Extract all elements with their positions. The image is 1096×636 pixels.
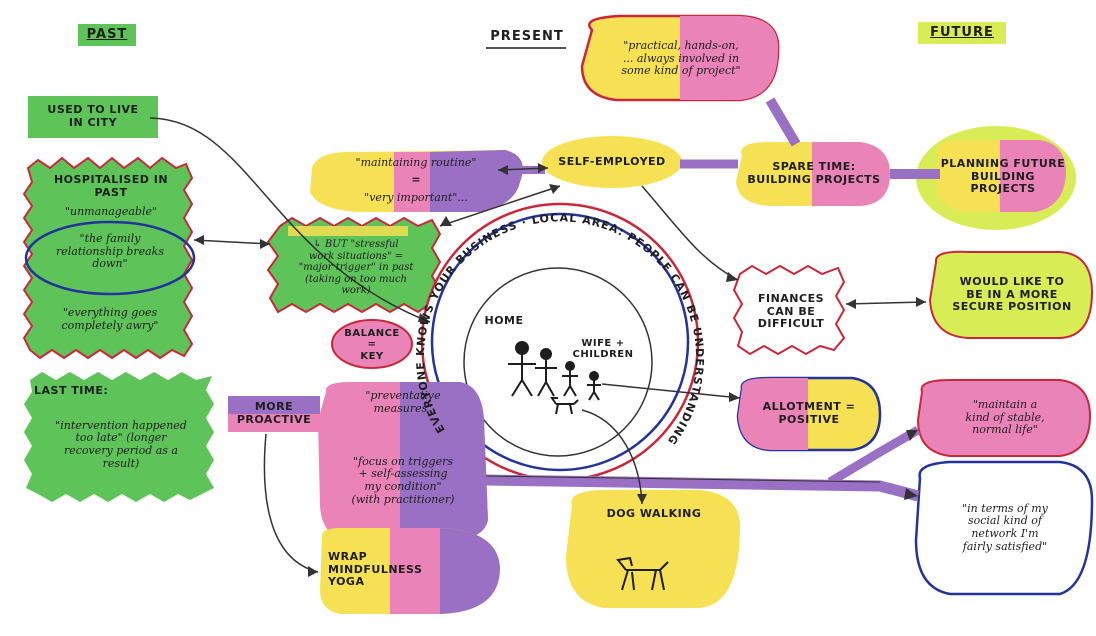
practical-pink xyxy=(680,16,779,100)
wrap-label: WRAP MINDFULNESS YOGA xyxy=(328,550,423,589)
dog-body xyxy=(616,556,669,591)
routine-purple xyxy=(430,150,523,212)
proactive-label: "preventative measures" xyxy=(365,389,441,415)
planning-label: PLANNING FUTURE BUILDING PROJECTS xyxy=(940,157,1066,196)
balance-shape xyxy=(331,319,413,369)
hospitalised-title: HOSPITALISED IN PAST xyxy=(53,173,169,199)
home-label: HOME xyxy=(484,313,524,327)
proactive-purple xyxy=(400,382,488,540)
last-time-text: "intervention happened too late" (longer… xyxy=(55,418,187,470)
arrowhead xyxy=(440,216,452,226)
hospitalised-quote-2: "the family relationship breaks down" xyxy=(56,232,164,271)
arrow-city-circle xyxy=(149,117,431,323)
proactive-focus-label: "focus on triggers + self-assessing my c… xyxy=(351,454,455,506)
city-box xyxy=(28,96,158,138)
arrowhead xyxy=(418,313,430,322)
wrap-pink xyxy=(390,528,440,614)
arrowhead xyxy=(308,566,318,577)
allotment-pink xyxy=(738,378,808,450)
arrow-finances-secure xyxy=(845,301,927,305)
arrow-more-wrap xyxy=(263,433,319,573)
band-practical-spare xyxy=(765,97,801,147)
arrowhead xyxy=(549,184,560,194)
city-label: USED TO LIVE IN CITY xyxy=(47,103,139,129)
arrowhead xyxy=(538,163,548,173)
routine-mid xyxy=(394,152,430,212)
social-shape xyxy=(914,460,1094,596)
arrowhead xyxy=(729,392,740,402)
home-circle xyxy=(463,267,653,457)
father-head xyxy=(515,341,529,355)
more-proactive-label: MORE PROACTIVE xyxy=(236,400,312,426)
balance-label: BALANCE = KEY xyxy=(344,327,400,362)
dog-icon xyxy=(616,556,669,591)
arrow-hospital-stress xyxy=(193,239,271,245)
last-time-title: LAST TIME: xyxy=(34,383,109,397)
finances-label: FINANCES CAN BE DIFFICULT xyxy=(757,292,825,331)
family-stick-figures xyxy=(508,341,601,415)
stressful-yellow xyxy=(288,226,408,236)
dog-walking-shape xyxy=(566,490,740,608)
family-circle xyxy=(24,220,196,296)
wife-children-label: WIFE + CHILDREN xyxy=(572,337,634,361)
arrowhead xyxy=(846,299,856,309)
past-header: PAST xyxy=(86,26,128,42)
secure-label: WOULD LIKE TO BE IN A MORE SECURE POSITI… xyxy=(952,275,1072,314)
spare-time-pink xyxy=(812,142,890,206)
arrowhead xyxy=(906,430,918,441)
dog-walking-label: DOG WALKING xyxy=(606,506,702,520)
secure-shape xyxy=(928,250,1094,339)
child-1-body xyxy=(562,370,578,397)
more-proactive-pink xyxy=(228,414,320,432)
child-2-body xyxy=(587,380,601,401)
practical-label: "practical, hands-on, ... always involve… xyxy=(621,39,741,78)
arrowhead xyxy=(637,494,647,504)
hospitalised-shape xyxy=(22,156,194,360)
future-highlight xyxy=(918,22,1006,44)
arrowheads-layer xyxy=(194,163,926,577)
arrowhead xyxy=(194,235,204,245)
band-to-stable xyxy=(827,426,921,486)
arrow-stress-self xyxy=(439,185,561,227)
arrowhead xyxy=(260,239,270,249)
future-header: FUTURE xyxy=(930,24,994,40)
spare-time-label: SPARE TIME: BUILDING PROJECTS xyxy=(747,160,881,186)
routine-label: "maintaining routine" xyxy=(355,155,477,169)
arrowhead xyxy=(904,488,918,500)
self-employed-shape xyxy=(542,136,682,188)
present-header: PRESENT xyxy=(490,28,564,44)
stressful-label: ↳ BUT "stressful work situations" = "maj… xyxy=(298,239,414,297)
mother-body xyxy=(535,359,557,397)
father-body xyxy=(508,354,536,397)
arrowhead xyxy=(726,272,738,282)
social-label: "in terms of my social kind of network I… xyxy=(962,501,1048,553)
hospitalised-quote-3: "everything goes completely awry" xyxy=(61,306,159,332)
stable-shape xyxy=(916,379,1092,457)
shapes-layer xyxy=(22,14,1094,614)
routine-equals: = xyxy=(411,172,421,186)
self-employed-label: SELF-EMPLOYED xyxy=(558,154,666,168)
allotment-label: ALLOTMENT = POSITIVE xyxy=(762,400,856,426)
stable-label: "maintain a kind of stable, normal life" xyxy=(965,398,1045,437)
finances-shape xyxy=(732,264,846,356)
arrow-home-allotment xyxy=(601,383,741,399)
mother-head xyxy=(540,348,552,360)
wrap-purple xyxy=(440,528,500,614)
child-2-head xyxy=(589,371,599,381)
arrowhead xyxy=(498,165,508,175)
planning-pink xyxy=(1000,140,1066,212)
arrow-self-finances xyxy=(641,185,739,281)
arrowhead xyxy=(916,297,926,307)
hospitalised-quote-1: "unmanageable" xyxy=(64,204,158,218)
arrow-home-dog xyxy=(581,409,643,505)
last-time-shape xyxy=(24,372,214,502)
routine-importance: "very important"... xyxy=(364,190,468,204)
past-highlight xyxy=(78,24,136,46)
small-dog-icon xyxy=(550,397,579,415)
band-proactive-outline xyxy=(485,475,881,483)
